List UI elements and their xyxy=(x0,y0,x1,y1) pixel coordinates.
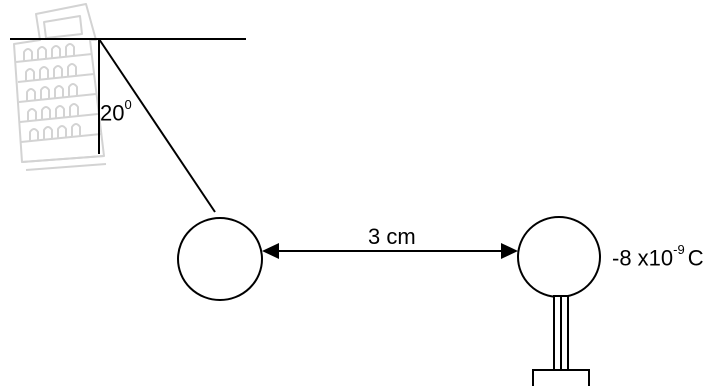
distance-label: 3 cm xyxy=(368,224,416,249)
angle-degree-superscript: 0 xyxy=(124,97,132,112)
angle-value: 20 xyxy=(100,100,125,126)
angle-label: 200 xyxy=(100,98,132,126)
fixed-sphere xyxy=(517,216,601,298)
leaning-tower-icon xyxy=(13,3,107,171)
distance-arrow xyxy=(262,243,518,259)
suspended-sphere xyxy=(177,217,263,301)
insulating-stand xyxy=(532,295,590,386)
arrowhead-right-icon xyxy=(501,243,518,259)
charge-exponent: -9 xyxy=(673,242,685,257)
pendulum-string xyxy=(98,38,216,213)
charge-mantissa: -8 x10 xyxy=(612,245,674,271)
charge-unit: C xyxy=(687,245,704,271)
arrowhead-left-icon xyxy=(262,243,279,259)
